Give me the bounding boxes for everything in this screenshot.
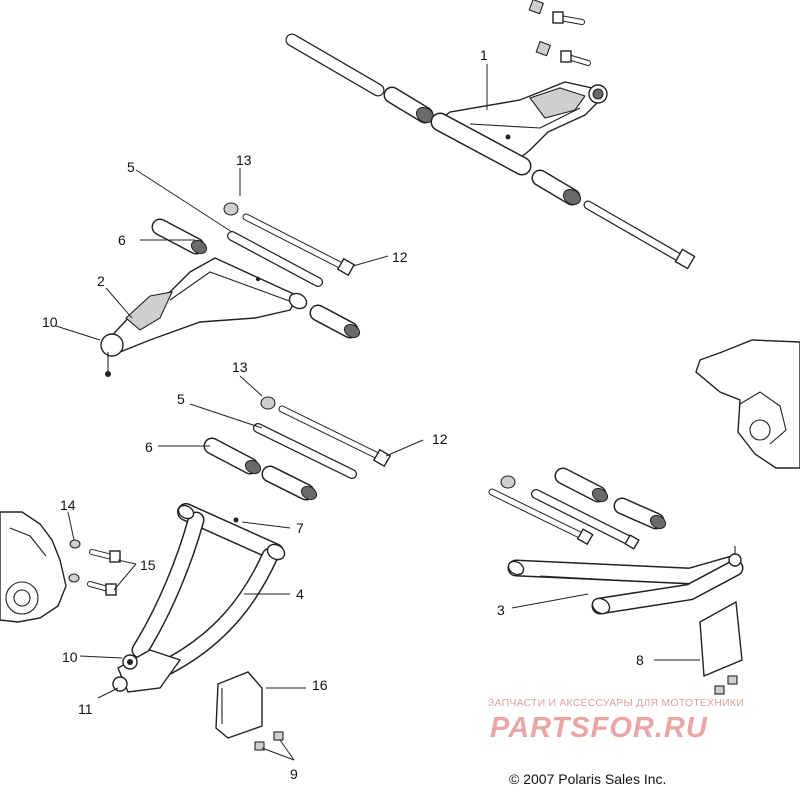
- watermark-tagline: ЗАПЧАСТИ И АКСЕССУАРЫ ДЛЯ МОТОТЕХНИКИ: [488, 697, 744, 709]
- bushing-6-upper-right: [309, 304, 361, 339]
- callout-2: 2: [97, 273, 105, 289]
- lower-hardware-left: [203, 396, 392, 501]
- bolt-7: [233, 517, 239, 523]
- callout-10-upper: 10: [42, 314, 58, 330]
- callout-13-lower: 13: [232, 359, 248, 375]
- callout-16: 16: [312, 677, 328, 693]
- callout-1: 1: [480, 47, 488, 63]
- bolt-12-upper: [242, 213, 356, 277]
- callout-5-lower: 5: [177, 391, 185, 407]
- copyright-notice: © 2007 Polaris Sales Inc.: [509, 771, 667, 787]
- nut-13-upper: [223, 202, 239, 216]
- shaft-5-lower: [253, 423, 357, 479]
- steering-knuckle-left: [0, 511, 121, 623]
- callout-6-upper: 6: [118, 232, 126, 248]
- callout-11: 11: [78, 701, 93, 717]
- guard-plate-8: [699, 600, 743, 678]
- callout-numbers: 1 2 3 4 5 5 6 6 7 8 9 10 10 11 12 12 13 …: [42, 47, 644, 782]
- callout-12-lower: 12: [432, 431, 448, 447]
- screws-9: [254, 731, 284, 751]
- bushing-6-upper: [151, 218, 208, 255]
- a-arm-body-1: [438, 81, 608, 159]
- washer-14a: [69, 539, 81, 549]
- a-arm-body-4: [112, 503, 286, 693]
- bushing-6-lower-a: [203, 437, 262, 475]
- pivot-shaft-1: [285, 33, 385, 97]
- bushing-1a: [383, 86, 435, 124]
- a-arm-body-3: [507, 546, 744, 615]
- callout-7: 7: [296, 520, 304, 536]
- screws-8: [714, 675, 738, 695]
- watermark-brand: PARTSFOR.RU: [490, 712, 708, 744]
- callout-15: 15: [140, 557, 156, 573]
- bushing-1b: [430, 112, 532, 176]
- callout-3: 3: [497, 602, 505, 618]
- leader-lines: [55, 64, 700, 761]
- callout-5-upper: 5: [127, 159, 135, 175]
- callout-12-upper: 12: [392, 249, 408, 265]
- callout-10-lower: 10: [62, 649, 78, 665]
- shaft-5-upper: [227, 231, 323, 287]
- washer-14b: [68, 573, 80, 583]
- callout-6-lower: 6: [145, 439, 153, 455]
- callout-13-upper: 13: [236, 152, 252, 168]
- hardware-top: [528, 0, 591, 66]
- lower-a-arm-assembly-4: [112, 503, 286, 751]
- callout-4: 4: [296, 586, 304, 602]
- upper-a-arm-assembly-2: [100, 202, 361, 377]
- bolt-long-1: [583, 200, 696, 270]
- bolts-15: [87, 549, 121, 596]
- bolt-12-lower: [278, 405, 392, 468]
- lower-a-arm-assembly-3: [488, 467, 744, 695]
- upper-a-arm-assembly-1: [285, 0, 696, 270]
- shafts-and-bushings-3: [488, 467, 667, 550]
- callout-9: 9: [290, 766, 298, 782]
- steering-knuckle-right: [695, 339, 800, 469]
- a-arm-body-2: [100, 257, 308, 377]
- callout-8: 8: [636, 652, 644, 668]
- bushing-6-lower-b: [261, 465, 318, 501]
- nut-13-lower: [260, 396, 276, 410]
- bushing-1c: [531, 169, 582, 206]
- guard-plate-16: [215, 671, 263, 739]
- callout-14: 14: [60, 497, 76, 513]
